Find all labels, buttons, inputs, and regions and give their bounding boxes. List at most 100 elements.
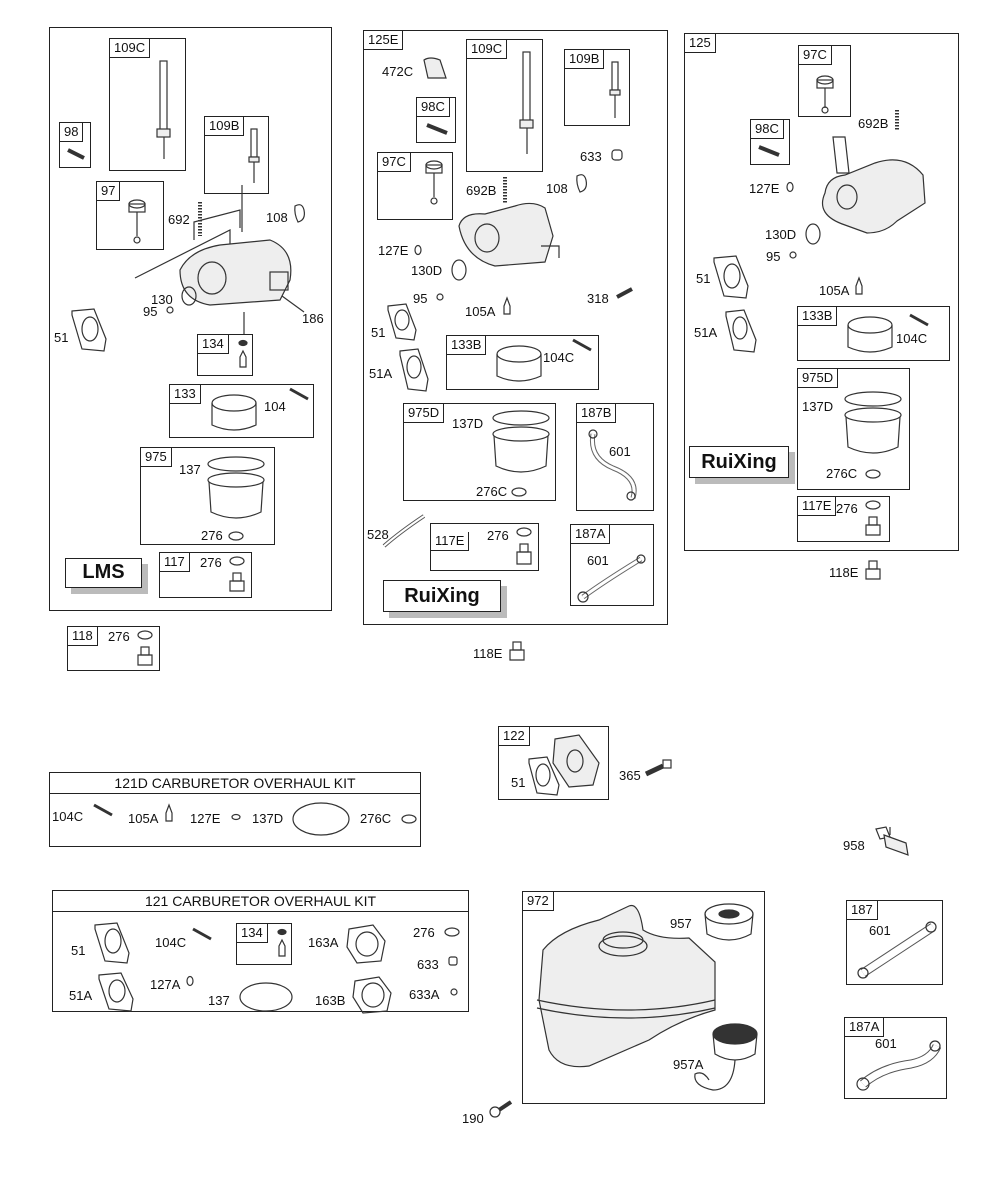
part-tag: 97C [799,46,832,65]
part-label-601: 601 [609,444,631,459]
drain-plug-icon [516,527,532,565]
part-box-122[interactable]: 122 51 [498,726,609,800]
fuel-line-icon [588,429,637,501]
o-ring-icon [186,975,194,987]
fuel-valve-icon [875,826,909,856]
part-label-472C: 472C [382,64,414,79]
part-box-117E[interactable]: 117E 276 [797,496,890,542]
part-box-133B[interactable]: 133B 104C [446,335,599,390]
fuel-line-icon [577,554,646,603]
part-label-105A: 105A [819,283,850,298]
part-label-601: 601 [587,553,609,568]
part-box-975[interactable]: 975 137 276 [140,447,275,545]
part-box-98C[interactable]: 98C [416,97,456,143]
part-label-957A: 957A [673,1057,704,1072]
pin-icon [289,387,309,401]
part-box-187A[interactable]: 187A 601 [844,1017,947,1099]
part-box-133[interactable]: 133 104 [169,384,314,438]
part-box-975D[interactable]: 975D 137D 276C [797,368,910,490]
part-label-137: 137 [208,993,230,1008]
part-box-109B[interactable]: 109B [564,49,630,126]
drain-plug-icon [865,500,881,536]
bracket-icon [423,57,447,79]
fuel-cap-icon [704,903,754,941]
lms-carburetor-group [49,27,332,611]
part-box-972[interactable]: 972 957 957A [522,891,765,1104]
part-label-51A: 51A [69,988,93,1003]
diaphragm-icon [181,286,197,306]
part-label-51A: 51A [694,325,718,340]
float-valve-icon [816,75,834,114]
part-tag: 133B [798,307,838,326]
part-label-127E: 127E [190,811,221,826]
spring-icon [503,177,507,203]
part-label-633: 633 [580,149,602,164]
part-box-133B[interactable]: 133B 104C [797,306,950,361]
washer-icon [865,469,881,479]
needle-valve-icon [238,339,248,368]
part-label-108: 108 [266,210,288,225]
part-box-975D[interactable]: 975D 137D 276C [403,403,556,501]
brand-label-ruixing: RuiXing [383,580,501,612]
fuel-cap-tethered-icon [694,1023,758,1091]
part-label-276: 276 [200,555,222,570]
gasket-icon [98,972,134,1012]
washer-icon [228,531,244,541]
part-box-97C[interactable]: 97C [798,45,851,117]
part-box-109C[interactable]: 109C [109,38,186,171]
part-box-109C[interactable]: 109C [466,39,543,172]
part-label-163A: 163A [308,935,339,950]
fuel-line-icon [856,1040,942,1091]
part-tag: 133B [447,336,487,355]
kit-121-carburetor-overhaul[interactable]: 121 CARBURETOR OVERHAUL KIT 51 104C 134 … [52,890,469,1014]
part-box-118[interactable]: 118 276 [67,626,160,671]
part-label-601: 601 [875,1036,897,1051]
gasket-icon [725,309,757,353]
part-box-187A[interactable]: 187A 601 [570,524,654,606]
part-label-127A: 127A [150,977,181,992]
part-box-117E[interactable]: 117E 276 [430,523,539,571]
part-box-134[interactable]: 134 [236,923,292,965]
part-label-137D: 137D [252,811,284,826]
part-box-97C[interactable]: 97C [377,152,453,220]
part-box-98[interactable]: 98 [59,122,91,168]
part-label-95: 95 [143,304,158,319]
part-box-187[interactable]: 187 601 [846,900,943,985]
part-tag: 133 [170,385,201,404]
part-box-97[interactable]: 97 [96,181,164,250]
part-box-109B[interactable]: 109B [204,116,269,194]
part-label-633: 633 [417,957,439,972]
part-label-104C: 104C [543,350,575,365]
part-label-51: 51 [511,775,526,790]
fuel-line-icon [857,921,937,979]
part-label-104C: 104C [52,809,84,824]
spacer-icon [552,734,600,788]
part-label-104: 104 [264,399,286,414]
part-label-105A: 105A [128,811,159,826]
diaphragm-icon [805,223,821,245]
float-icon [211,394,257,431]
callout-line [243,312,245,336]
brand-label-lms: LMS [65,558,142,588]
gasket-icon [71,308,107,352]
part-label-957: 957 [670,916,692,931]
screw-icon [616,287,633,299]
float-icon [496,345,542,382]
part-box-187B[interactable]: 187B 601 [576,403,654,511]
o-ring-icon [231,813,241,821]
part-label-276C: 276C [826,466,858,481]
group-tag-125: 125 [685,34,716,53]
kit-121D-carburetor-overhaul[interactable]: 121D CARBURETOR OVERHAUL KIT 104C 105A 1… [49,772,421,847]
part-label-276C: 276C [476,484,508,499]
gasket-icon [528,756,560,796]
part-label-118E: 118E [829,565,859,580]
part-box-117[interactable]: 117 276 [159,552,252,598]
gasket-ring-icon [239,982,293,1012]
bolt-icon [644,759,672,777]
part-box-98C[interactable]: 98C [750,119,790,165]
part-tag: 97C [378,153,411,172]
screw-icon [426,123,448,135]
o-ring-icon [414,244,422,256]
part-label-190: 190 [462,1111,484,1126]
part-box-134[interactable]: 134 [197,334,253,376]
